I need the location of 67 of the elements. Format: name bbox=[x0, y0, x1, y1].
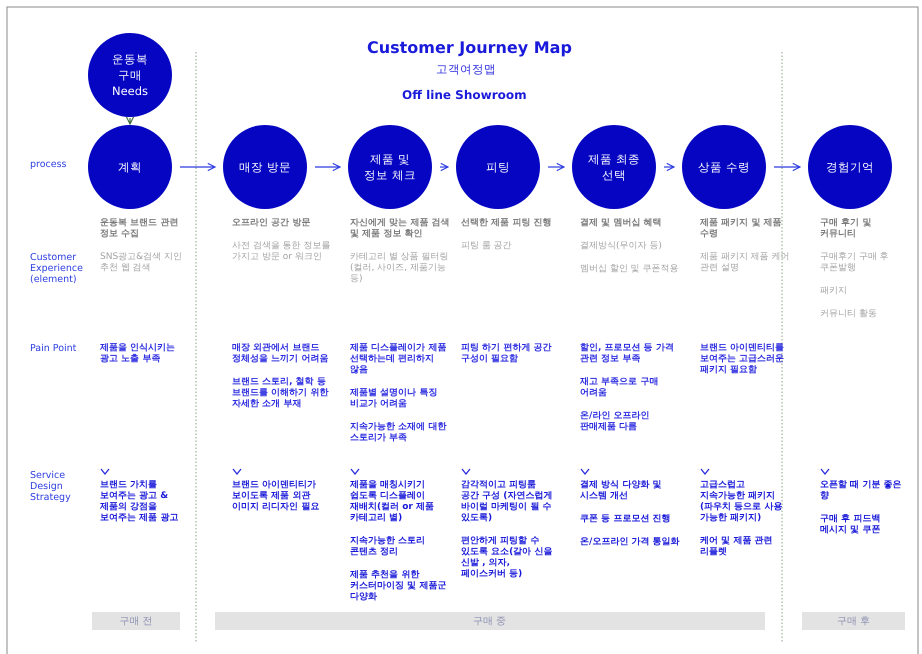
strategy-text: 구매 후 피드백 메시지 및 쿠폰 bbox=[820, 514, 882, 536]
strategy-text: 감각적이고 피팅룸 공간 구성 (자연스럽게 바이럴 마케팅이 될 수 있도록) bbox=[461, 480, 554, 524]
experience-text: 제품 패키지 제품 케어 관련 설명 bbox=[700, 252, 791, 274]
pain-point-text: 피팅 하기 편하게 공간 구성이 필요함 bbox=[461, 343, 552, 365]
strategy-text: 제품을 매칭시키기 쉽도록 디스플레이 재배치(컬러 or 제품 카테고리 별) bbox=[350, 480, 436, 524]
process-circle: 피팅 bbox=[456, 125, 540, 209]
pain-point-text: 제품을 인식시키는 광고 노출 부족 bbox=[100, 343, 176, 365]
process-circle: 경험기억 bbox=[808, 125, 892, 209]
process-circle: 상품 수령 bbox=[682, 125, 766, 209]
strategy-text: 제품 추천을 위한 커스터마이징 및 제품군 다양화 bbox=[350, 570, 448, 603]
experience-text: 결제방식(무이자 등) bbox=[580, 241, 662, 252]
arrow bbox=[774, 162, 801, 172]
pain-point-text: 제품별 설명이나 특징 비교가 어려움 bbox=[350, 388, 438, 410]
arrow bbox=[548, 162, 565, 172]
arrow bbox=[180, 162, 216, 172]
strategy-text: 고급스럽고 지속가능한 패키지 (파우치 등으로 사용 가능한 패키지) bbox=[700, 480, 784, 524]
arrow bbox=[126, 116, 134, 125]
experience-text: 제품 패키지 및 제품 수령 bbox=[700, 218, 782, 240]
pain-point-text: 매장 외관에서 브랜드 정체성을 느끼기 어려움 bbox=[232, 343, 330, 365]
row-header: Pain Point bbox=[30, 343, 78, 354]
phase-bar: 구매 중 bbox=[215, 612, 765, 630]
arrow bbox=[440, 162, 449, 172]
strategy-text: 브랜드 가치를 보여주는 광고 & 제품의 강점을 보여주는 제품 광고 bbox=[100, 480, 180, 524]
strategy-text: 지속가능한 스토리 콘텐츠 정리 bbox=[350, 536, 426, 558]
row-header: Service Design Strategy bbox=[30, 470, 72, 503]
pain-point-text: 제품 디스플레이가 제품 선택하는데 편리하지 않음 bbox=[350, 343, 448, 376]
subtitle: 고객여정맵 bbox=[436, 62, 496, 77]
experience-text: 카테고리 별 상품 필터링 (컬러, 사이즈, 제품기능 등) bbox=[350, 252, 450, 285]
pain-point-text: 지속가능한 소재에 대한 스토리가 부족 bbox=[350, 422, 448, 444]
experience-text: 피팅 룸 공간 bbox=[461, 241, 512, 252]
strategy-text: 결제 방식 다양화 및 시스템 개선 bbox=[580, 480, 662, 502]
title: Customer Journey Map bbox=[367, 38, 572, 57]
strategy-text: 브랜드 아이덴티티가 보이도록 제품 외관 이미지 리디자인 필요 bbox=[232, 480, 320, 513]
process-circle: 계획 bbox=[88, 125, 172, 209]
process-circle: 매장 방문 bbox=[223, 125, 307, 209]
experience-text: 운동복 브랜드 관련 정보 수집 bbox=[100, 218, 180, 240]
experience-text: SNS광고&검색 지인 추천 웹 검색 bbox=[100, 252, 184, 274]
process-circle: 운동복 구매 Needs bbox=[88, 33, 172, 117]
process-circle: 제품 최종 선택 bbox=[572, 125, 656, 209]
experience-text: 선택한 제품 피팅 진행 bbox=[461, 218, 552, 229]
process-circle: 제품 및 정보 체크 bbox=[348, 125, 432, 209]
phase-bar: 구매 전 bbox=[92, 612, 180, 630]
experience-text: 커뮤니티 활동 bbox=[820, 309, 877, 320]
experience-text: 구매 후기 및 커뮤니티 bbox=[820, 218, 872, 240]
strategy-text: 오픈할 때 기분 좋은 향 bbox=[820, 480, 902, 502]
row-header: process bbox=[30, 159, 68, 170]
experience-text: 자신에게 맞는 제품 검색 및 제품 정보 확인 bbox=[350, 218, 450, 240]
pain-point-text: 재고 부족으로 구매 어려움 bbox=[580, 377, 660, 399]
strategy-text: 쿠폰 등 프로모션 진행 bbox=[580, 514, 670, 525]
pain-point-text: 할인, 프로모션 등 가격 관련 정보 부족 bbox=[580, 343, 675, 365]
strategy-text: 온/오프라인 가격 통일화 bbox=[580, 537, 680, 548]
experience-text: 오프라인 공간 방문 bbox=[232, 218, 310, 229]
arrow bbox=[315, 162, 341, 172]
pain-point-text: 브랜드 스토리, 철학 등 브랜드를 이해하기 위한 자세한 소개 부재 bbox=[232, 377, 330, 410]
experience-text: 패키지 bbox=[820, 286, 847, 297]
phase-bar: 구매 후 bbox=[802, 612, 905, 630]
subtitle: Off line Showroom bbox=[402, 88, 527, 102]
strategy-text: 케어 및 제품 관련 리플렛 bbox=[700, 536, 774, 558]
experience-text: 결제 및 멤버십 혜택 bbox=[580, 218, 662, 229]
experience-text: 구매후기 구매 후 쿠폰발행 bbox=[820, 252, 890, 274]
row-header: Customer Experience (element) bbox=[30, 252, 84, 285]
pain-point-text: 브랜드 아이덴티티를 보여주는 고급스러운 패키지 필요함 bbox=[700, 343, 786, 376]
pain-point-text: 온/라인 오프라인 판매제품 다름 bbox=[580, 411, 650, 433]
strategy-text: 편안하게 피팅할 수 있도록 요소(갈아 신을 신발 , 의자, 페이스커버 등) bbox=[461, 536, 554, 580]
experience-text: 멤버십 할인 및 쿠폰적용 bbox=[580, 264, 679, 275]
arrow bbox=[664, 162, 675, 172]
experience-text: 사전 검색을 통한 정보를 가지고 방문 or 워크인 bbox=[232, 241, 332, 263]
